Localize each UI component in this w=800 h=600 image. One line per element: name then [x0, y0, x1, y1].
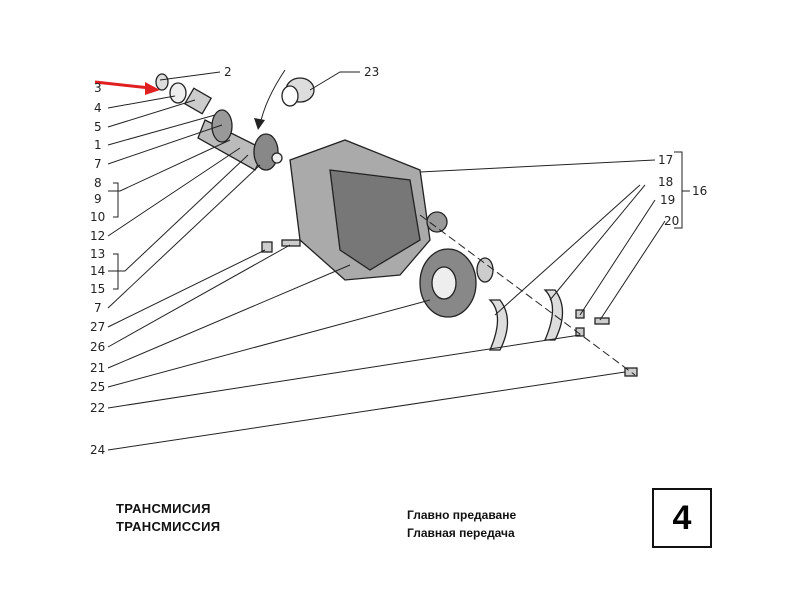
section-title-ru: ТРАНСМИССИЯ [116, 519, 221, 534]
subsection-title-bg: Главно предаване [407, 508, 517, 522]
callout-20: 20 [664, 214, 679, 228]
red-arrow-icon [94, 80, 160, 95]
callout-8: 8 [94, 176, 102, 190]
callout-22: 22 [90, 401, 105, 415]
callout-7b: 7 [94, 301, 102, 315]
assembly-arrow-icon [259, 69, 286, 126]
callout-10: 10 [90, 210, 105, 224]
callout-19: 19 [660, 193, 675, 207]
callout-16: 16 [692, 184, 707, 198]
subsection-title-ru: Главная передача [407, 526, 515, 540]
callout-5: 5 [94, 120, 102, 134]
callout-4: 4 [94, 101, 102, 115]
callout-14: 14 [90, 264, 105, 278]
pinion-shaft-assembly [155, 73, 283, 171]
differential-housing [289, 139, 448, 281]
bearing-caps [261, 239, 638, 377]
callout-7: 7 [94, 157, 102, 171]
bushing-23 [281, 77, 315, 107]
callout-27: 27 [90, 320, 105, 334]
callout-26: 26 [90, 340, 105, 354]
callout-2: 2 [224, 65, 232, 79]
callout-9: 9 [94, 192, 102, 206]
callout-12: 12 [90, 229, 105, 243]
leader-lines [107, 71, 690, 451]
callout-17: 17 [658, 153, 673, 167]
section-title-bg: ТРАНСМИСИЯ [116, 501, 211, 516]
callout-1: 1 [94, 138, 102, 152]
section-title: ТРАНСМИСИЯ ТРАНСМИССИЯ [116, 500, 220, 536]
subsection-title: Главно предаване Главная передача [407, 506, 516, 542]
callout-25: 25 [90, 380, 105, 394]
callout-21: 21 [90, 361, 105, 375]
callout-15: 15 [90, 282, 105, 296]
callout-18: 18 [658, 175, 673, 189]
callout-3: 3 [94, 81, 102, 95]
callout-24: 24 [90, 443, 105, 457]
page-number-box: 4 [652, 488, 712, 548]
ring-gear [419, 248, 494, 318]
callout-13: 13 [90, 247, 105, 261]
callout-23: 23 [364, 65, 379, 79]
